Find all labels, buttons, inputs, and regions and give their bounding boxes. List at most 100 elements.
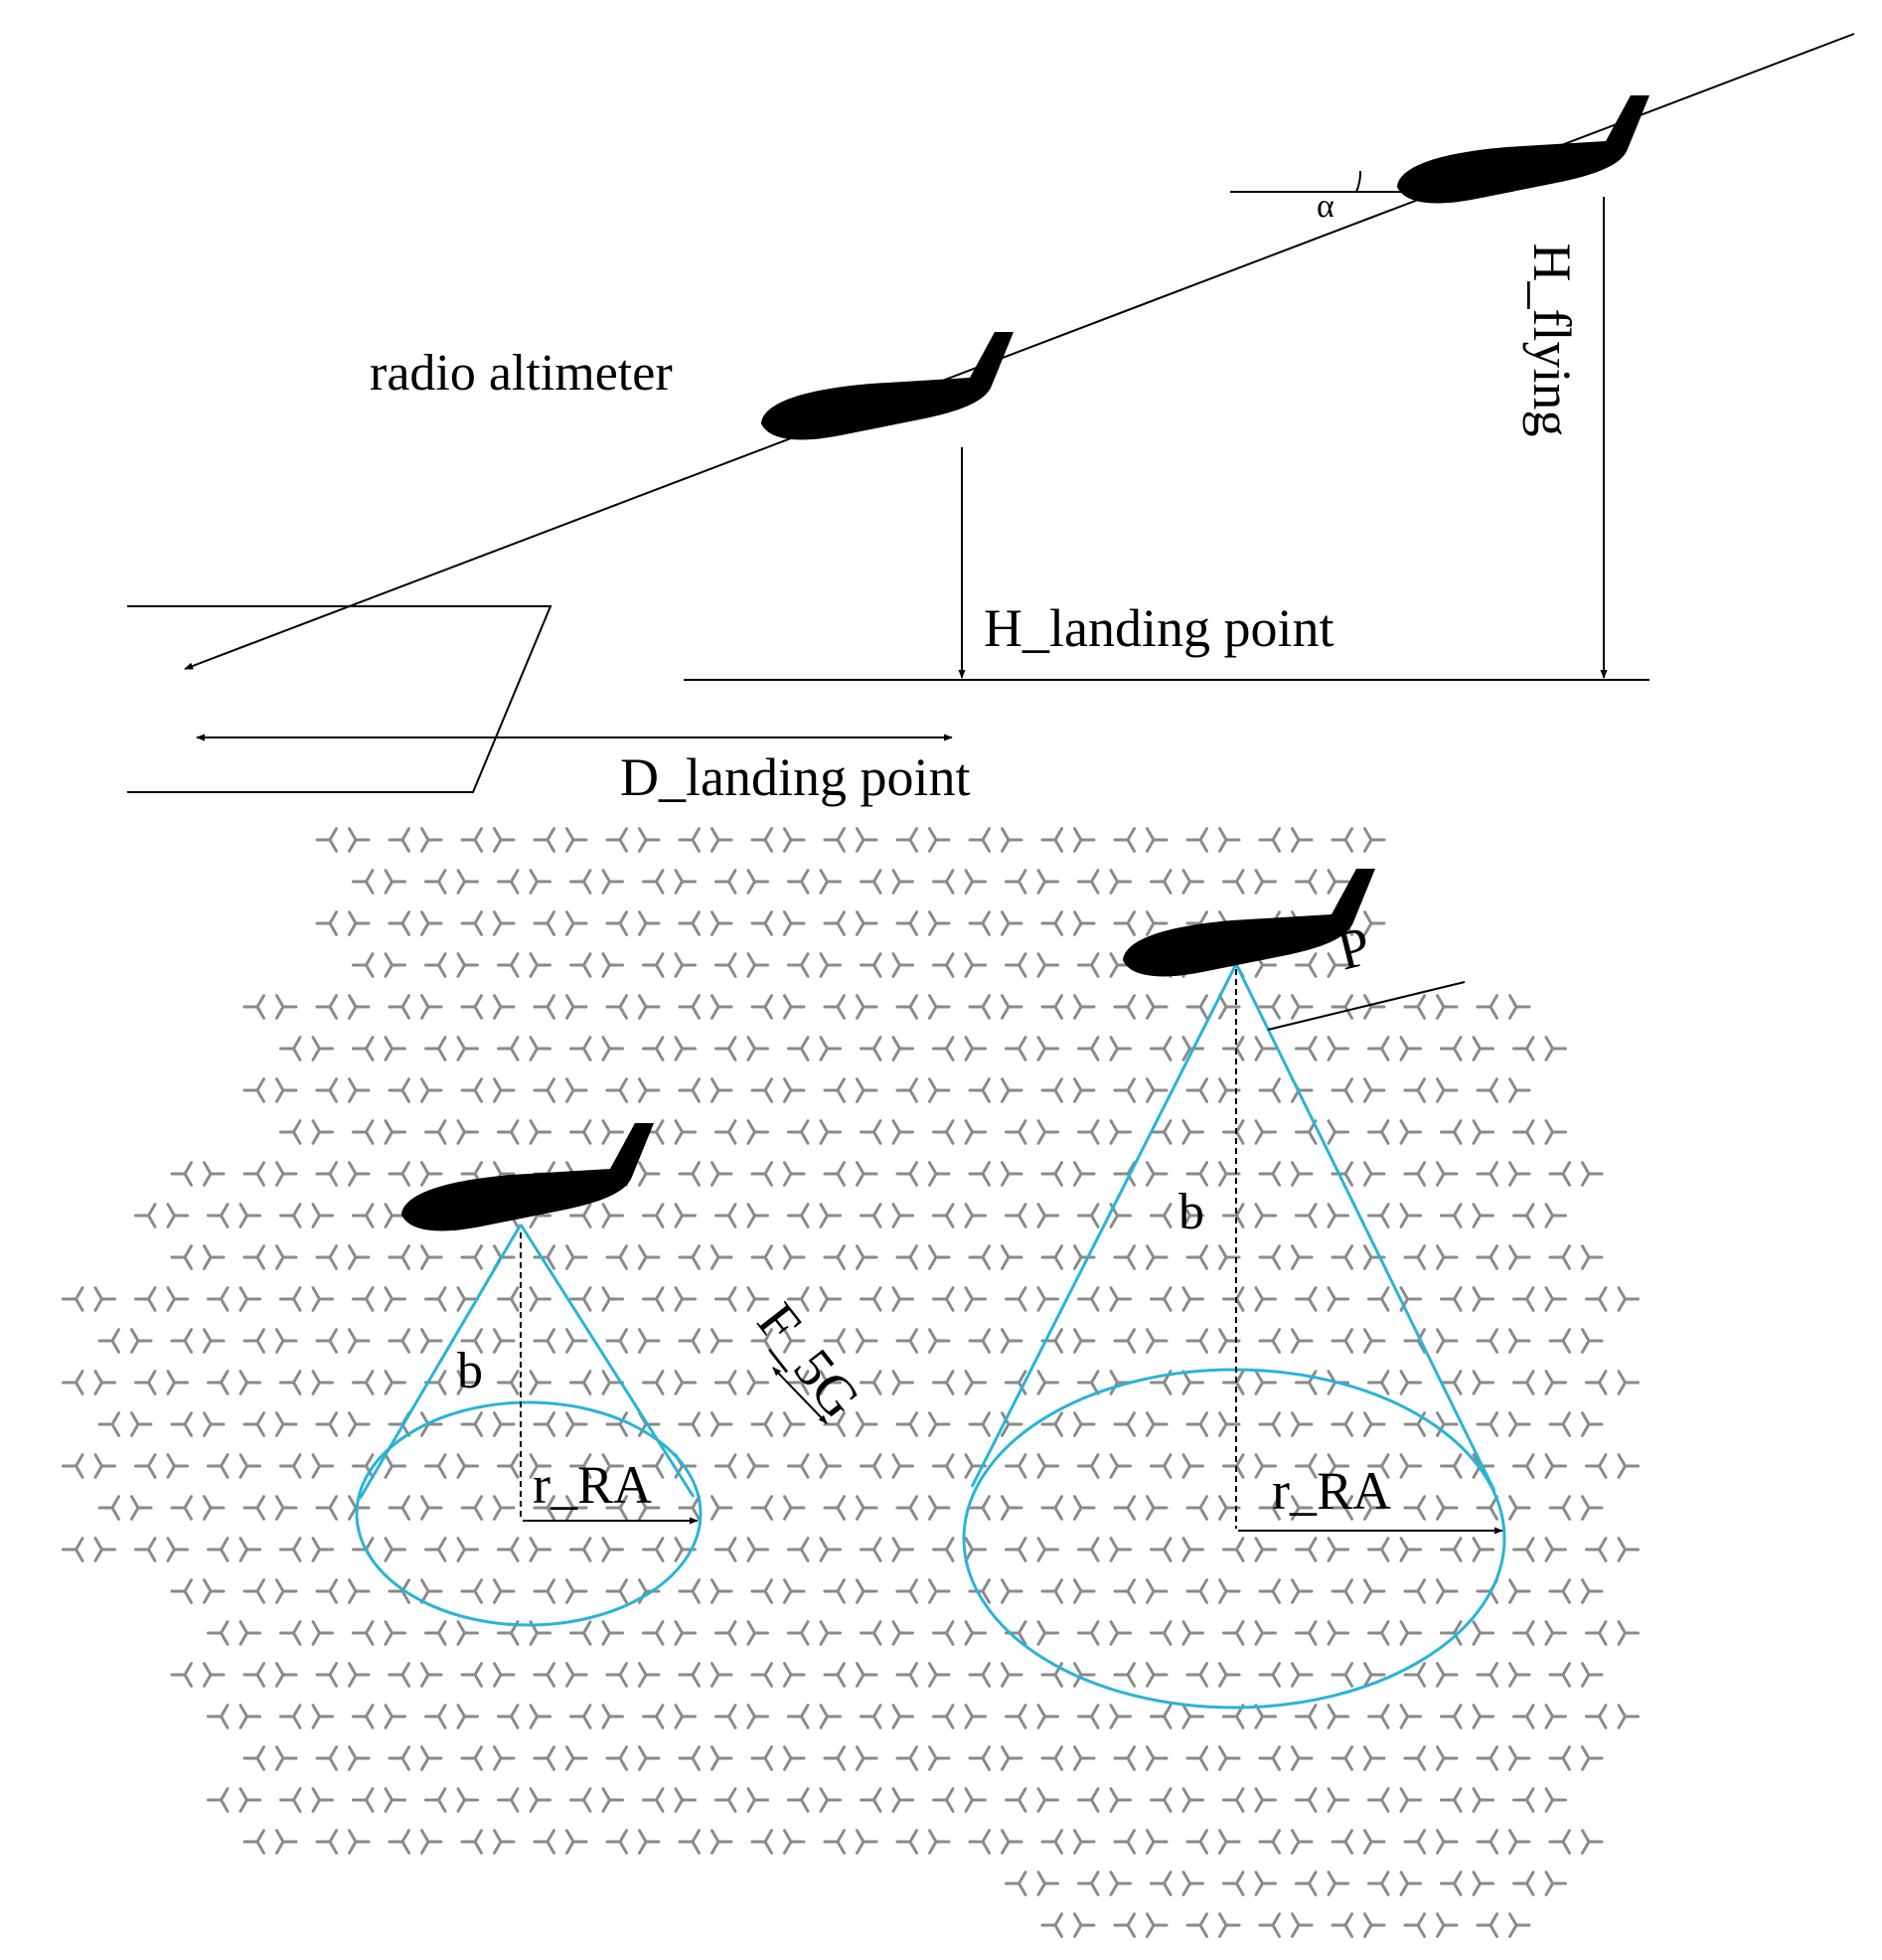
tri-sector-antenna-icon — [1544, 1453, 1567, 1479]
tri-sector-antenna-icon — [823, 910, 846, 936]
tri-sector-antenna-icon — [569, 1203, 592, 1228]
tri-sector-antenna-icon — [1001, 1495, 1023, 1521]
tri-sector-antenna-icon — [1367, 1871, 1390, 1896]
tri-sector-antenna-icon — [750, 1745, 773, 1771]
tri-sector-antenna-icon — [1331, 1912, 1353, 1938]
tri-sector-antenna-icon — [384, 869, 406, 895]
tri-sector-antenna-icon — [895, 1578, 918, 1604]
tri-sector-antenna-icon — [352, 1119, 375, 1145]
tri-sector-antenna-icon — [1327, 1787, 1349, 1813]
tri-sector-antenna-icon — [529, 869, 551, 895]
tri-sector-antenna-icon — [1185, 1662, 1208, 1688]
tri-sector-antenna-icon — [928, 1244, 951, 1270]
tri-sector-antenna-icon — [279, 1036, 302, 1062]
left-cone-edge-left — [358, 1224, 523, 1500]
tri-sector-antenna-icon — [1617, 1370, 1640, 1395]
tri-sector-antenna-icon — [1436, 1495, 1459, 1521]
tri-sector-antenna-icon — [678, 1411, 701, 1437]
tri-sector-antenna-icon — [170, 1662, 193, 1688]
tri-sector-antenna-icon — [1036, 952, 1059, 978]
tri-sector-antenna-icon — [1472, 1370, 1494, 1395]
tri-sector-antenna-icon — [1399, 1620, 1422, 1646]
tri-sector-antenna-icon — [242, 1161, 265, 1187]
tri-sector-antenna-icon — [1073, 1328, 1096, 1354]
tri-sector-antenna-icon — [533, 1662, 555, 1688]
tri-sector-antenna-icon — [315, 1077, 338, 1103]
tri-sector-antenna-icon — [601, 1036, 624, 1062]
tri-sector-antenna-icon — [1327, 952, 1349, 978]
tri-sector-antenna-icon — [420, 1662, 443, 1688]
tri-sector-antenna-icon — [1005, 952, 1027, 978]
tri-sector-antenna-icon — [1040, 1244, 1063, 1270]
tri-sector-antenna-icon — [1508, 1662, 1531, 1688]
tri-sector-antenna-icon — [279, 1537, 302, 1562]
tri-sector-antenna-icon — [207, 1370, 230, 1395]
tri-sector-antenna-icon — [207, 1453, 230, 1479]
tri-sector-antenna-icon — [1077, 952, 1100, 978]
tri-sector-antenna-icon — [1436, 1077, 1459, 1103]
tri-sector-antenna-icon — [746, 952, 769, 978]
tri-sector-antenna-icon — [1146, 1912, 1169, 1938]
tri-sector-antenna-icon — [1399, 1203, 1422, 1228]
tri-sector-antenna-icon — [783, 827, 806, 853]
tri-sector-antenna-icon — [1113, 1578, 1136, 1604]
tri-sector-antenna-icon — [1440, 1537, 1463, 1562]
tri-sector-antenna-icon — [1113, 1829, 1136, 1855]
tri-sector-antenna-icon — [352, 869, 375, 895]
tri-sector-antenna-icon — [493, 1328, 516, 1354]
tri-sector-antenna-icon — [279, 1787, 302, 1813]
tri-sector-antenna-icon — [605, 1662, 628, 1688]
tri-sector-antenna-icon — [714, 1370, 737, 1395]
tri-sector-antenna-icon — [420, 827, 443, 853]
tri-sector-antenna-icon — [1222, 1871, 1245, 1896]
tri-sector-antenna-icon — [497, 1453, 520, 1479]
tri-sector-antenna-icon — [895, 1829, 918, 1855]
tri-sector-antenna-icon — [420, 1244, 443, 1270]
tri-sector-antenna-icon — [968, 1829, 991, 1855]
tri-sector-antenna-icon — [1109, 1036, 1132, 1062]
tri-sector-antenna-icon — [1617, 1453, 1640, 1479]
aircraft-icon-approach-high — [1397, 95, 1649, 204]
tri-sector-antenna-icon — [275, 1328, 298, 1354]
tri-sector-antenna-icon — [1254, 1871, 1277, 1896]
tri-sector-antenna-icon — [638, 994, 661, 1020]
tri-sector-antenna-icon — [891, 1453, 914, 1479]
tri-sector-antenna-icon — [242, 1578, 265, 1604]
tri-sector-antenna-icon — [242, 1077, 265, 1103]
tri-sector-antenna-icon — [62, 1453, 84, 1479]
tri-sector-antenna-icon — [1146, 1578, 1169, 1604]
tri-sector-antenna-icon — [1181, 1704, 1204, 1729]
tri-sector-antenna-icon — [1508, 1578, 1531, 1604]
tri-sector-antenna-icon — [569, 1704, 592, 1729]
tri-sector-antenna-icon — [1291, 1578, 1314, 1604]
tri-sector-antenna-icon — [1185, 1912, 1208, 1938]
tri-sector-antenna-icon — [420, 1328, 443, 1354]
tri-sector-antenna-icon — [1581, 1328, 1604, 1354]
tri-sector-antenna-icon — [674, 1203, 697, 1228]
tri-sector-antenna-icon — [166, 1286, 189, 1312]
tri-sector-antenna-icon — [1073, 827, 1096, 853]
tri-sector-antenna-icon — [1254, 1286, 1277, 1312]
tri-sector-antenna-icon — [1399, 1453, 1422, 1479]
tri-sector-antenna-icon — [1185, 1161, 1208, 1187]
tri-sector-antenna-icon — [678, 994, 701, 1020]
tri-sector-antenna-icon — [823, 994, 846, 1020]
tri-sector-antenna-icon — [1258, 1912, 1281, 1938]
tri-sector-antenna-icon — [242, 1411, 265, 1437]
tri-sector-antenna-icon — [456, 1453, 479, 1479]
tri-sector-antenna-icon — [1363, 994, 1386, 1020]
tri-sector-antenna-icon — [1512, 1620, 1535, 1646]
tri-sector-antenna-icon — [968, 827, 991, 853]
tri-sector-antenna-icon — [964, 1036, 987, 1062]
tri-sector-antenna-icon — [1113, 910, 1136, 936]
tri-sector-antenna-icon — [1367, 1620, 1390, 1646]
tri-sector-antenna-icon — [895, 827, 918, 853]
tri-sector-antenna-icon — [460, 910, 483, 936]
tri-sector-antenna-icon — [1258, 1662, 1281, 1688]
tri-sector-antenna-icon — [311, 1370, 334, 1395]
tri-sector-antenna-icon — [860, 1704, 882, 1729]
tri-sector-antenna-icon — [207, 1787, 230, 1813]
tri-sector-antenna-icon — [170, 1495, 193, 1521]
tri-sector-antenna-icon — [311, 1036, 334, 1062]
tri-sector-antenna-icon — [928, 1495, 951, 1521]
